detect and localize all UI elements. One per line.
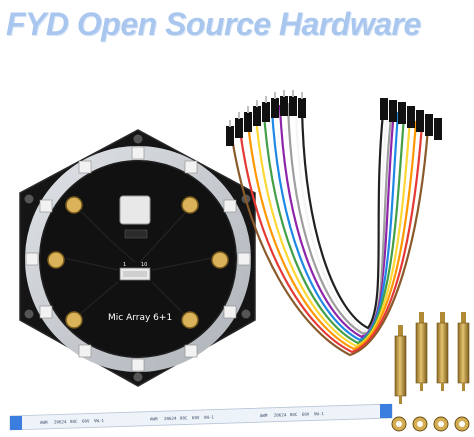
dupont-connector [235, 118, 243, 138]
cable-print-spec: 20624 [54, 419, 67, 424]
dupont-connector [298, 98, 306, 118]
cable-print-awm: AWM [40, 420, 48, 425]
cable-print-spec: 20624 [164, 416, 177, 421]
mounting-hole [133, 372, 143, 382]
standoff-thread [461, 312, 466, 324]
rgb-led [39, 305, 53, 319]
mounting-hole [24, 194, 34, 204]
wire [300, 102, 386, 330]
mounting-hole [24, 309, 34, 319]
rgb-led [184, 160, 198, 174]
rgb-led [78, 344, 92, 358]
brass-nuts [391, 416, 470, 432]
dupont-connector [289, 96, 297, 116]
microphone-pad [211, 251, 229, 269]
dupont-connector [244, 112, 252, 132]
mounting-hole [133, 134, 143, 144]
flat-ribbon-cable: AWM 20624 80C 60V VW-1 AWM 20624 80C 60V… [9, 403, 393, 431]
board-label: Mic Array 6+1 [108, 313, 172, 323]
mic-array-board: 1 10 Mic Array 6+1 [19, 129, 256, 387]
standoff [457, 322, 470, 384]
rgb-led [39, 199, 53, 213]
jumper-wire-bundle [230, 102, 430, 357]
cable-print-temp: 80C [290, 412, 298, 417]
standoff-thread [440, 312, 445, 324]
wire [278, 104, 396, 339]
dupont-connector [398, 102, 406, 124]
chip [124, 229, 148, 239]
mounting-hole [241, 309, 251, 319]
cable-print-awm: AWM [150, 416, 158, 421]
dupont-connector [380, 98, 388, 120]
cable-print-temp: 80C [180, 415, 188, 420]
dupont-connector [253, 106, 261, 126]
dupont-connector [425, 114, 433, 136]
microphone-pad [65, 311, 83, 329]
ribbon-stiffener [380, 404, 392, 418]
cable-print-vw: VW-1 [314, 411, 325, 416]
microphone-pad [65, 196, 83, 214]
standoff [415, 322, 428, 384]
rgb-led [131, 146, 145, 160]
cable-print-awm: AWM [260, 413, 268, 418]
dupont-connector [407, 106, 415, 128]
ribbon-stiffener [10, 416, 22, 430]
dupont-connector [280, 96, 288, 116]
cable-print-temp: 80C [70, 419, 78, 424]
pin-mark-10: 10 [141, 262, 147, 268]
rgb-led [223, 305, 237, 319]
jumper-connectors-right [380, 98, 442, 140]
standoff-thread [419, 312, 424, 324]
mic-pad-group [47, 196, 229, 329]
rgb-led [131, 358, 145, 372]
standoff [394, 335, 407, 397]
dupont-connector [416, 110, 424, 132]
wire [286, 102, 394, 336]
wire [270, 108, 400, 342]
brass-standoffs [394, 312, 470, 404]
standoff [436, 322, 449, 384]
connector-slot [123, 271, 147, 277]
wire [238, 123, 424, 354]
cable-print-volt: 60V [302, 412, 310, 417]
rgb-led [184, 344, 198, 358]
standoff-thread [398, 325, 403, 337]
rgb-led [223, 199, 237, 213]
pin-mark-1: 1 [123, 262, 126, 268]
ribbon-body [9, 403, 393, 431]
cable-print-volt: 60V [82, 418, 90, 423]
dupont-connector [226, 126, 234, 146]
wire [246, 120, 418, 351]
wire [254, 116, 412, 348]
cable-print-vw: VW-1 [204, 415, 215, 420]
wire [230, 126, 430, 357]
center-microphone [119, 195, 151, 225]
brand-banner: FYD Open Source Hardware [6, 6, 421, 42]
led-group [25, 146, 251, 372]
microphone-pad [47, 251, 65, 269]
rgb-led [237, 252, 251, 266]
microphone-pad [181, 196, 199, 214]
rgb-led [25, 252, 39, 266]
dupont-connector [434, 118, 442, 140]
connector-pins-left [229, 90, 303, 127]
cable-print-volt: 60V [192, 415, 200, 420]
pcb-traces [63, 209, 213, 315]
dupont-connector [262, 102, 270, 122]
microphone-pad [181, 311, 199, 329]
wire [294, 102, 390, 333]
jumper-connectors-left [226, 96, 306, 146]
cable-print-spec: 20624 [274, 412, 287, 417]
cable-print-vw: VW-1 [94, 418, 105, 423]
wire [262, 112, 406, 345]
dupont-connector [271, 98, 279, 118]
rgb-led [78, 160, 92, 174]
dupont-connector [389, 100, 397, 122]
